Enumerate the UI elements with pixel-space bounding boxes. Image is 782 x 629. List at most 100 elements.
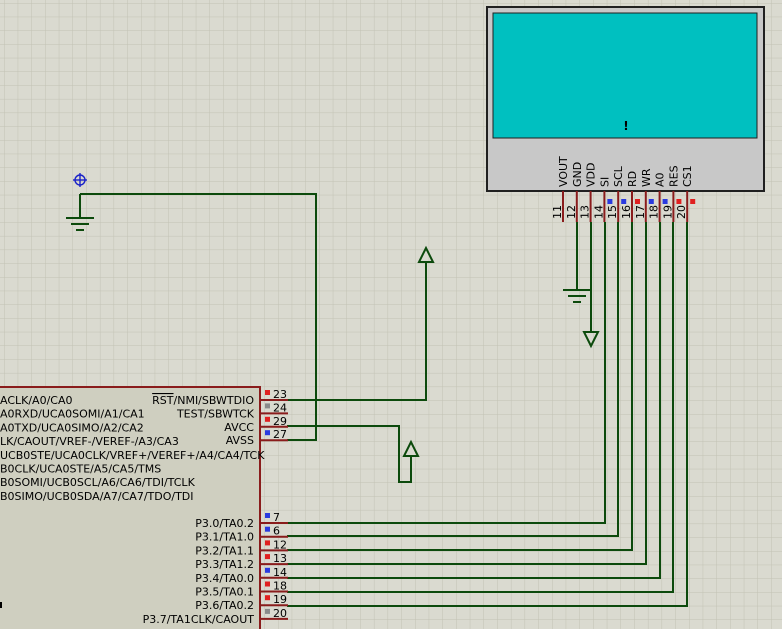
mcu-pin-number: 23 [273, 388, 287, 401]
pin-state-indicator [648, 199, 654, 204]
mcu-pin-number: 12 [273, 538, 287, 551]
mcu-body[interactable] [0, 386, 261, 629]
pin-state-indicator [265, 513, 270, 518]
wire-a0[interactable] [287, 222, 661, 579]
wire-scl[interactable] [287, 222, 619, 537]
mcu-left-pin-label: UCB0STE/UCA0CLK/VREF+/VEREF+/A4/CA4/TCK [0, 449, 265, 462]
mcu-pin-label: P3.6/TA0.2 [195, 599, 254, 612]
mcu-pin-label: P3.1/TA1.0 [195, 531, 254, 544]
lcd-pin-number: 15 [606, 205, 619, 219]
lcd-pin[interactable]: VOUT 11 [551, 156, 570, 222]
lcd-pin-name: WR [640, 168, 653, 187]
lcd-pin-number: 14 [592, 205, 605, 219]
lcd-pin-name: CS1 [681, 165, 694, 187]
ground-symbol-icon[interactable] [563, 289, 591, 303]
mcu-left-pin-labels: ACLK/A0/CA0A0RXD/UCA0SOMI/A1/CA1A0TXD/UC… [0, 394, 265, 503]
mcu-pin-label: P3.5/TA0.1 [195, 586, 254, 599]
pin-state-indicator [621, 199, 627, 204]
pin-state-indicator [265, 416, 270, 422]
lcd-pin-name: SI [598, 177, 611, 187]
mcu-pin-label: P3.0/TA0.2 [195, 517, 254, 530]
mcu-pin-label: RST/NMI/SBWTDIO [152, 394, 254, 407]
wire-rd[interactable] [287, 222, 633, 551]
wire-avcc[interactable] [287, 425, 412, 483]
wires[interactable] [80, 193, 688, 607]
mcu-pin[interactable]: 23 RST/NMI/SBWTDIO [152, 388, 288, 407]
lcd-screen [492, 12, 758, 139]
wire-si[interactable] [287, 222, 606, 524]
power-arrow-icon[interactable] [582, 331, 600, 349]
mcu-pin[interactable]: 12 P3.2/TA1.1 [195, 538, 288, 557]
mcu-component[interactable]: ACLK/A0/CA0A0RXD/UCA0SOMI/A1/CA1A0TXD/UC… [0, 386, 288, 629]
lcd-pin-number: 13 [579, 205, 592, 219]
mcu-pin[interactable]: 24 TEST/SBWTCK [176, 401, 288, 420]
lcd-pin-name: RD [626, 171, 639, 187]
mcu-left-pin-label: LK/CAOUT/VREF-/VEREF-/A3/CA3 [0, 435, 179, 448]
mcu-pin[interactable]: 27 AVSS [226, 428, 288, 447]
lcd-pin-name: VOUT [557, 156, 570, 187]
wire-res[interactable] [287, 222, 674, 593]
pin-state-indicator [265, 540, 270, 546]
mcu-left-pin-label: A0TXD/UCA0SIMO/A2/CA2 [0, 421, 144, 434]
lcd-cursor: ! [623, 119, 628, 133]
mcu-pin[interactable]: 13 P3.3/TA1.2 [195, 552, 288, 571]
lcd-pin-number: 12 [565, 205, 578, 219]
mcu-left-pin-label: B0CLK/UCA0STE/A5/CA5/TMS [0, 463, 161, 476]
pin-state-indicator [265, 567, 270, 573]
lcd-pin[interactable]: CS1 20 [675, 165, 696, 222]
mcu-edge-mark [0, 602, 2, 608]
wire-wr[interactable] [287, 222, 647, 565]
lcd-pin[interactable]: SI 14 [592, 177, 613, 222]
pin-state-indicator [265, 403, 270, 409]
pin-state-indicator [635, 199, 640, 204]
mcu-pin-number: 24 [273, 401, 287, 414]
wire-avss[interactable] [80, 193, 317, 441]
pin-state-indicator [265, 581, 270, 587]
pin-state-indicator [265, 390, 270, 395]
mcu-pin-label: AVSS [226, 434, 254, 447]
pin-state-indicator [265, 554, 270, 560]
crosshair-probe-icon[interactable] [73, 173, 87, 187]
mcu-pin[interactable]: 19 P3.6/TA0.2 [195, 593, 288, 612]
pin-state-indicator [265, 430, 270, 436]
mcu-pin[interactable]: 6P3.1/TA1.0 [195, 525, 288, 544]
lcd-pin-number: 19 [661, 205, 674, 219]
mcu-pin-number: 13 [273, 552, 287, 565]
lcd-pin[interactable]: RES 19 [661, 165, 682, 222]
mcu-pin-number: 19 [273, 593, 287, 606]
power-arrow-icon[interactable] [402, 439, 420, 457]
lcd-pin-number: 11 [551, 205, 564, 219]
mcu-pin-label: AVCC [224, 421, 254, 434]
wire-cs1[interactable] [287, 222, 688, 607]
mcu-pin-label: TEST/SBWTCK [176, 407, 255, 420]
mcu-pin-number: 27 [273, 428, 287, 441]
mcu-pin-number: 14 [273, 566, 287, 579]
lcd-pin[interactable]: GND 12 [565, 162, 584, 222]
pin-state-indicator [265, 595, 270, 601]
lcd-pin-number: 20 [675, 205, 688, 219]
power-arrow-icon[interactable] [417, 245, 435, 263]
lcd-component[interactable]: ! VOUT11GND12VDD13SI14SCL15RD16WR17A018R… [486, 6, 765, 222]
mcu-pin-label: P3.2/TA1.1 [195, 544, 254, 557]
mcu-left-pin-label: ACLK/A0/CA0 [0, 394, 73, 407]
mcu-pin[interactable]: 7P3.0/TA0.2 [195, 511, 288, 530]
mcu-left-pin-label: A0RXD/UCA0SOMI/A1/CA1 [0, 408, 145, 421]
lcd-pin-name: GND [571, 162, 584, 187]
lcd-pin-name: RES [667, 165, 680, 187]
ground-symbol-icon[interactable] [66, 194, 94, 231]
lcd-pin-number: 18 [648, 205, 661, 219]
wire-rst[interactable] [287, 262, 427, 401]
mcu-pin-label: P3.3/TA1.2 [195, 558, 254, 571]
pin-state-indicator [690, 199, 696, 204]
